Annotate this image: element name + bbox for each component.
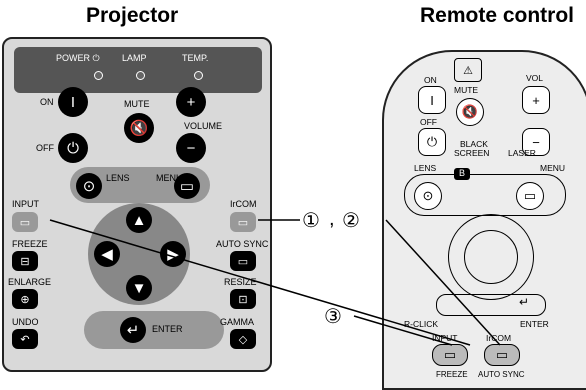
remote-on-label: ON <box>424 75 437 85</box>
laser-label: LASER <box>508 148 536 158</box>
gamma-button[interactable]: ◇ <box>230 329 256 349</box>
remote-menu-label: MENU <box>540 163 566 173</box>
projector-title: Projector <box>86 4 179 27</box>
remote-off-button[interactable]: ⏻ <box>418 128 446 156</box>
freeze-button[interactable]: ⊟ <box>12 251 38 271</box>
undo-button[interactable]: ↶ <box>12 329 38 349</box>
ircom-button[interactable]: ▭ <box>230 212 256 232</box>
ircom-label: IrCOM <box>230 199 257 209</box>
right-button[interactable]: ▶ <box>160 241 186 267</box>
lens-button[interactable]: ⊙ <box>76 173 102 199</box>
remote-pointer-button[interactable] <box>464 230 518 284</box>
off-button[interactable]: ⏻ <box>58 133 88 163</box>
off-label: OFF <box>36 143 54 153</box>
remote-enter-button[interactable]: ↵ <box>436 294 546 316</box>
remote-volume-up-button[interactable]: + <box>522 86 550 114</box>
enter-label: ENTER <box>152 324 183 334</box>
remote-input-label: INPUT <box>432 333 458 343</box>
enter-button[interactable]: ↵ <box>120 317 146 343</box>
callout-comma: , <box>329 208 335 230</box>
remote-ircom-button[interactable]: ▭ <box>484 344 520 366</box>
black-screen-label: BLACK <box>460 139 488 149</box>
volume-up-button[interactable]: + <box>176 87 206 117</box>
remote-freeze-label: FREEZE <box>436 370 468 379</box>
power-indicator-label: POWER ⏻ <box>56 53 100 63</box>
freeze-label: FREEZE <box>12 239 48 249</box>
on-button[interactable]: I <box>58 87 88 117</box>
remote-lens-button[interactable]: ⊙ <box>414 182 442 210</box>
left-button[interactable]: ◀ <box>94 241 120 267</box>
remote-auto-sync-label: AUTO SYNC <box>478 370 525 379</box>
enlarge-button[interactable]: ⊕ <box>12 289 38 309</box>
remote-menu-button[interactable]: ▭ <box>516 182 544 210</box>
mute-label: MUTE <box>124 99 150 109</box>
input-label: INPUT <box>12 199 39 209</box>
volume-down-button[interactable]: − <box>176 133 206 163</box>
temp-indicator <box>194 71 203 80</box>
resize-button[interactable]: ⊡ <box>230 289 256 309</box>
volume-label: VOLUME <box>184 121 223 131</box>
remote-mute-button[interactable]: 🔇 <box>456 98 484 126</box>
black-screen-button[interactable]: B <box>454 168 470 180</box>
indicator-bar: POWER ⏻ LAMP TEMP. <box>14 47 262 93</box>
remote-volume-down-button[interactable]: − <box>522 128 550 156</box>
r-click-label: R-CLICK <box>404 319 439 329</box>
laser-emitter: ⚠ <box>454 58 482 82</box>
auto-sync-label: AUTO SYNC <box>216 239 269 249</box>
remote-on-button[interactable]: I <box>418 86 446 114</box>
remote-control: ⚠ ON I MUTE 🔇 VOL + OFF ⏻ − BLACK SCREEN… <box>382 50 586 390</box>
power-indicator <box>94 71 103 80</box>
remote-ircom-label: IrCOM <box>486 333 512 343</box>
lamp-indicator <box>136 71 145 80</box>
enlarge-label: ENLARGE <box>8 277 52 287</box>
remote-off-label: OFF <box>420 117 437 127</box>
remote-input-button[interactable]: ▭ <box>432 344 468 366</box>
projector-panel: POWER ⏻ LAMP TEMP. ON I MUTE 🔇 + VOLUME … <box>2 37 272 372</box>
temp-indicator-label: TEMP. <box>182 53 209 63</box>
undo-label: UNDO <box>12 317 39 327</box>
auto-sync-button[interactable]: ▭ <box>230 251 256 271</box>
down-button[interactable]: ▼ <box>126 275 152 301</box>
lamp-indicator-label: LAMP <box>122 53 147 63</box>
on-label: ON <box>40 97 54 107</box>
remote-control-title: Remote control <box>420 4 575 27</box>
resize-label: RESIZE <box>224 277 257 287</box>
remote-enter-label: ENTER <box>520 319 549 329</box>
gamma-label: GAMMA <box>220 317 255 327</box>
remote-lens-label: LENS <box>414 163 437 173</box>
callout-2: ② <box>342 210 360 232</box>
menu-label: MENU <box>156 173 183 183</box>
mute-button[interactable]: 🔇 <box>124 113 154 143</box>
remote-vol-label: VOL <box>526 73 544 83</box>
remote-mute-label: MUTE <box>454 85 479 95</box>
input-button[interactable]: ▭ <box>12 212 38 232</box>
up-button[interactable]: ▲ <box>126 207 152 233</box>
callout-1: ① <box>302 210 320 232</box>
menu-button[interactable]: ▭ <box>174 173 200 199</box>
lens-label: LENS <box>106 173 130 183</box>
callout-3: ③ <box>324 306 342 328</box>
black-screen-label-2: SCREEN <box>454 148 490 158</box>
